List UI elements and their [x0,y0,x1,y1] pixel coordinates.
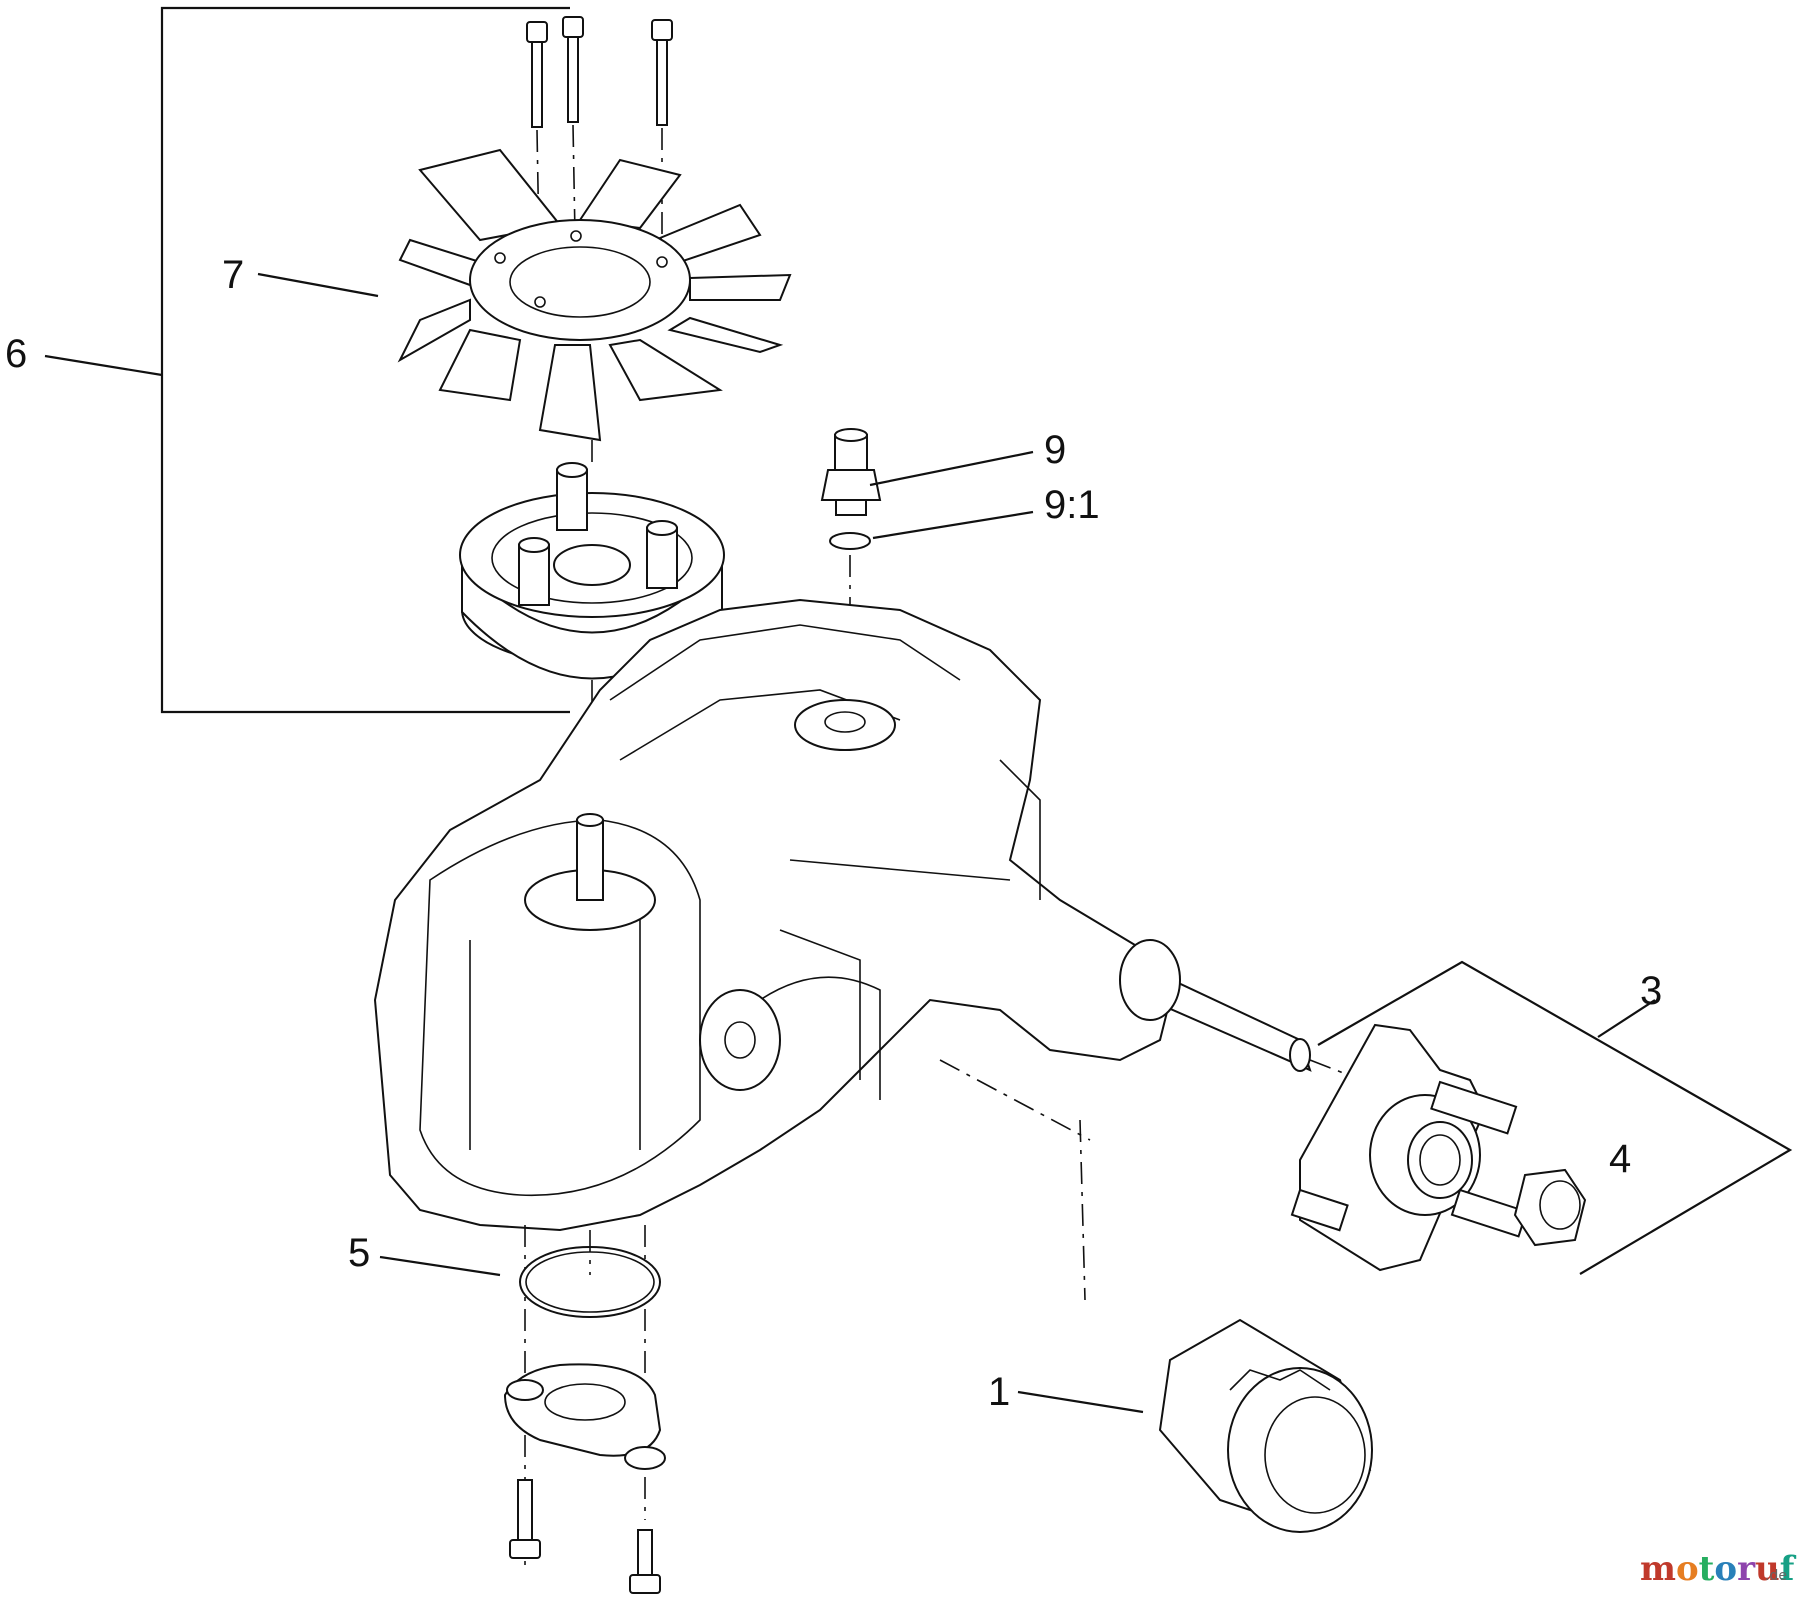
assembly-6-bracket [44,6,570,714]
cooling-fan [257,148,792,442]
callout-3: 3 [1640,969,1662,1013]
bolt-2 [562,16,584,123]
bolt-1 [526,21,548,128]
fitting-and-washer [820,428,1034,710]
watermark-suffix: .de [1765,1568,1787,1584]
callout-1: 1 [988,1370,1010,1414]
callout-5: 5 [348,1231,370,1275]
callout-9: 9 [1044,428,1066,472]
wheel-hub-assembly [1290,1023,1587,1272]
callout-labels: 1 3 4 5 6 7 9 9:1 [5,253,1662,1414]
bolt-3 [651,19,673,126]
callout-7: 7 [222,253,244,297]
lower-parts [379,1225,666,1594]
callout-4: 4 [1609,1137,1631,1181]
oil-filter [1017,1119,1373,1533]
watermark-logo: motoruf .de [1640,1549,1797,1589]
watermark-text: motoruf [1640,1549,1797,1589]
transaxle-housing [373,598,1401,1232]
pulley [459,440,725,800]
callout-9-1: 9:1 [1044,483,1100,527]
callout-6: 6 [5,332,27,376]
assembly-3-bracket [1317,960,1793,1275]
